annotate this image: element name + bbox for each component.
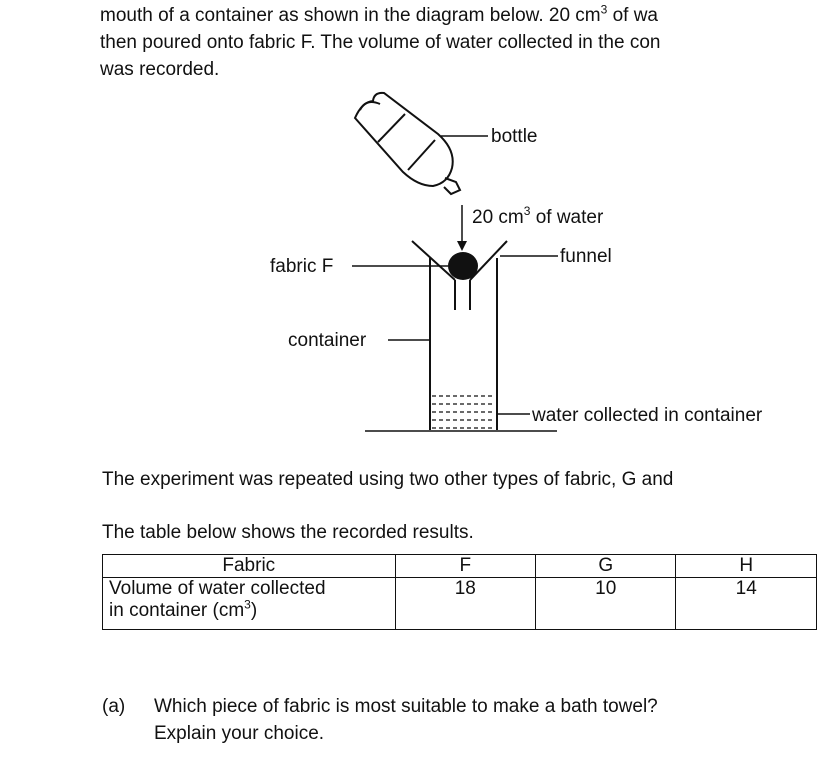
table-row-label: Volume of water collected in container (…: [102, 577, 396, 630]
funnel-shape: [411, 240, 508, 310]
intro-line-2: then poured onto fabric F. The volume of…: [100, 32, 661, 53]
intro-text: mouth of a container as shown in the dia…: [100, 2, 660, 83]
container-label: container: [288, 330, 367, 351]
table-row: Volume of water collected in container (…: [102, 577, 817, 630]
bottle-icon: [353, 91, 462, 196]
table-header-cell: G: [535, 554, 677, 578]
table-header-cell: F: [394, 554, 537, 578]
table-header-cell: Fabric: [102, 554, 396, 578]
container-shape: [429, 258, 498, 430]
fabric-label: fabric F: [270, 256, 333, 277]
question-text-line-2: Explain your choice.: [154, 723, 325, 744]
table-cell-value: 10: [535, 577, 677, 630]
experiment-diagram: bottle 20 cm3 of water fabric F funnel c…: [270, 91, 763, 432]
table-cell-value: 14: [675, 577, 817, 630]
collected-water: [432, 395, 495, 429]
intro-line-3: was recorded.: [100, 59, 220, 80]
question-number: (a): [102, 696, 126, 717]
table-cell-value: 18: [394, 577, 537, 630]
question-text-line-1: Which piece of fabric is most suitable t…: [154, 696, 658, 717]
water-arrowhead-icon: [457, 241, 467, 251]
paragraph-repeated: The experiment was repeated using two ot…: [102, 469, 674, 490]
table-header-row: Fabric F G H: [102, 554, 817, 578]
bottle-label: bottle: [491, 126, 537, 147]
intro-line-1: mouth of a container as shown in the dia…: [100, 2, 659, 26]
paragraph-table-intro: The table below shows the recorded resul…: [102, 522, 474, 543]
table-header-cell: H: [675, 554, 817, 578]
water-label: 20 cm3 of water: [472, 204, 604, 228]
collected-label: water collected in container: [531, 405, 763, 426]
funnel-label: funnel: [560, 246, 612, 267]
results-table: Fabric F G H Volume of water collected i…: [102, 554, 817, 630]
fabric-f-shape: [448, 252, 478, 280]
